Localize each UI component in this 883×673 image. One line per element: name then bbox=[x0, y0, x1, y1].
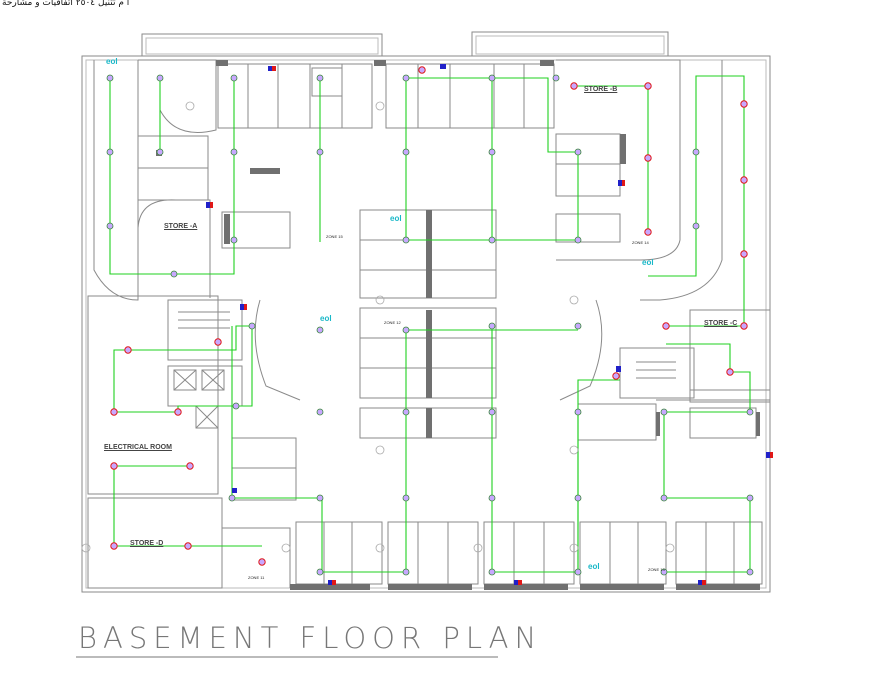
eol-label: eol bbox=[588, 562, 600, 571]
heat-detectors bbox=[110, 66, 748, 566]
eol-label: eol bbox=[642, 258, 654, 267]
header-note: ا م تثنيل ٢٥٠٤ اتفاقيات و مشارحة bbox=[2, 0, 130, 8]
zone-label-12: ZONE 12 bbox=[384, 320, 401, 325]
smoke-detectors bbox=[106, 74, 754, 576]
zone-label-14: ZONE 14 bbox=[632, 240, 649, 245]
room-label-electrical-room: ELECTRICAL ROOM bbox=[104, 444, 172, 451]
zone-label-15: ZONE 15 bbox=[326, 234, 343, 239]
plan-title: BASEMENT FLOOR PLAN bbox=[78, 621, 543, 655]
sprinkler-heads bbox=[81, 101, 675, 553]
control-modules bbox=[206, 64, 773, 585]
eol-label: eol bbox=[106, 57, 118, 66]
zone-label-13: ZONE 13 bbox=[648, 567, 665, 572]
room-label-store-b: STORE -B bbox=[584, 86, 618, 93]
zone-label-11: ZONE 11 bbox=[248, 575, 265, 580]
eol-label: eol bbox=[390, 214, 402, 223]
eol-label: eol bbox=[320, 314, 332, 323]
room-label-store-a: STORE -A bbox=[164, 223, 198, 230]
structural-columns bbox=[156, 60, 760, 590]
room-label-store-c: STORE -C bbox=[704, 320, 738, 327]
room-label-store-d: STORE -D bbox=[130, 540, 164, 547]
